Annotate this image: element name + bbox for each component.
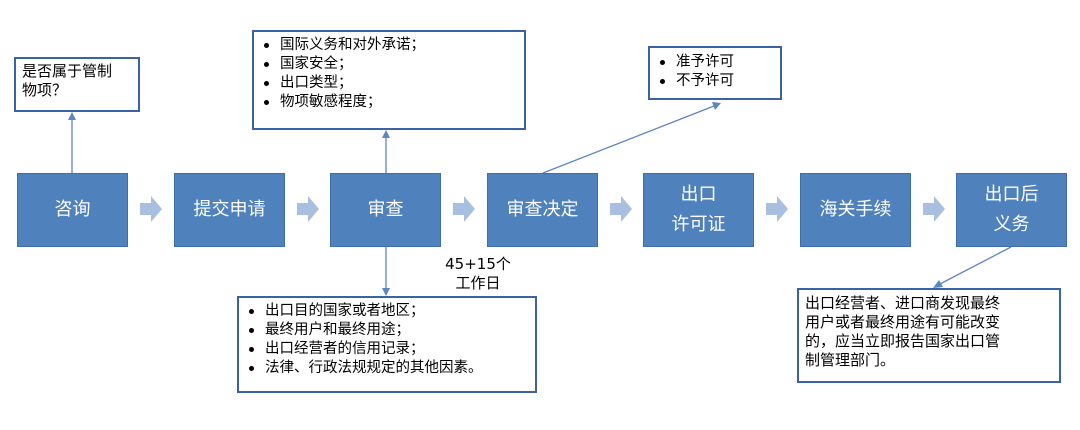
step-review-decision-label: 审查决定 (506, 199, 579, 220)
step-review-label: 审查 (367, 199, 404, 220)
post-export-obligation-box: 出口经营者、进口商发现最终 用户或者最终用途有可能改变 的，应当立即报告国家出口… (797, 288, 1061, 383)
decision-outcome-item: 不予许可 (652, 72, 778, 91)
arrow-right-icon (610, 196, 632, 222)
decision-outcomes-box: 准予许可 不予许可 (648, 46, 782, 100)
post-export-obligation-line-3: 的，应当立即报告国家出口管 (805, 332, 1001, 350)
review-time-note: 45+15个 工作日 (423, 255, 533, 293)
post-export-obligation-line-4: 制管理部门。 (805, 351, 896, 369)
connector-review-top-head (382, 130, 390, 138)
review-factor-item: 国家安全； (256, 55, 522, 74)
review-factor-item: 出口类型； (256, 74, 522, 93)
arrow-right-icon (453, 196, 475, 222)
step-post-export-label-2: 义务 (993, 214, 1030, 235)
step-post-export-label-1: 出口后 (984, 184, 1039, 205)
decision-outcome-item: 准予许可 (652, 53, 778, 72)
step-submit-application: 提交申请 (174, 173, 285, 247)
review-factor-item: 国际义务和对外承诺； (256, 36, 522, 55)
consult-question-box: 是否属于管制 物项？ (14, 57, 140, 112)
step-consult-label: 咨询 (54, 199, 91, 220)
review-factors-bottom-list: 出口目的国家或者地区； 最终用户和最终用途； 出口经营者的信用记录； 法律、行政… (241, 302, 533, 378)
step-customs: 海关手续 (800, 173, 911, 247)
consult-question-line-1: 是否属于管制 (22, 62, 113, 80)
post-export-obligation-line-2: 用户或者最终用途有可能改变 (805, 313, 1001, 331)
step-post-export-obligation: 出口后 义务 (956, 173, 1067, 247)
review-factors-top-list: 国际义务和对外承诺； 国家安全； 出口类型； 物项敏感程度； (256, 36, 522, 112)
post-export-obligation-line-1: 出口经营者、进口商发现最终 (805, 294, 1001, 312)
arrow-right-icon (923, 196, 945, 222)
review-factor-item: 最终用户和最终用途； (241, 321, 533, 340)
step-review: 审查 (330, 173, 441, 247)
step-export-license: 出口 许可证 (643, 173, 754, 247)
review-factor-item: 物项敏感程度； (256, 93, 522, 112)
step-customs-label: 海关手续 (819, 199, 892, 220)
connector-review-bottom-head (382, 288, 390, 296)
review-time-line-1: 45+15个 (445, 255, 511, 273)
step-consult: 咨询 (17, 173, 128, 247)
arrow-right-icon (297, 196, 319, 222)
connector-decision (542, 105, 715, 174)
review-time-line-2: 工作日 (455, 274, 501, 292)
arrow-right-icon (140, 196, 162, 222)
review-factor-item: 法律、行政法规规定的其他因素。 (241, 359, 533, 378)
review-factors-top-box: 国际义务和对外承诺； 国家安全； 出口类型； 物项敏感程度； (252, 30, 526, 130)
connector-obligation-head (933, 280, 943, 288)
review-factors-bottom-box: 出口目的国家或者地区； 最终用户和最终用途； 出口经营者的信用记录； 法律、行政… (237, 296, 537, 393)
connector-decision-head (712, 102, 721, 110)
step-export-license-label-2: 许可证 (671, 214, 726, 235)
step-submit-application-label: 提交申请 (193, 199, 266, 220)
consult-question-line-2: 物项？ (22, 81, 68, 99)
connector-consult-head (68, 112, 76, 120)
arrow-right-icon (766, 196, 788, 222)
step-export-license-label-1: 出口 (680, 184, 717, 205)
decision-outcomes-list: 准予许可 不予许可 (652, 53, 778, 91)
review-factor-item: 出口目的国家或者地区； (241, 302, 533, 321)
review-factor-item: 出口经营者的信用记录； (241, 340, 533, 359)
connector-obligation (939, 246, 1012, 285)
step-review-decision: 审查决定 (487, 173, 598, 247)
